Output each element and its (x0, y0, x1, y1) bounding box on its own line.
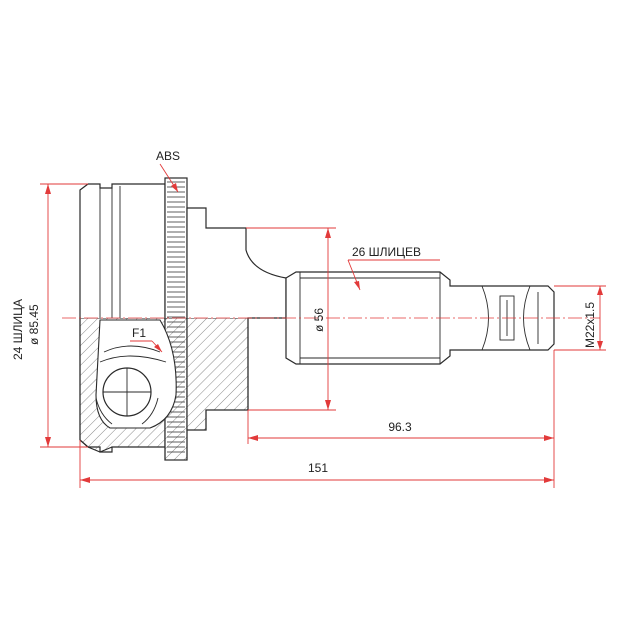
label-dia-85: ø 85.45 (27, 304, 41, 345)
label-abs: ABS (156, 149, 180, 163)
label-len-151: 151 (308, 461, 328, 475)
label-len-96: 96.3 (388, 420, 412, 434)
label-dia-56: ø 56 (312, 308, 326, 332)
dim-len-96 (247, 350, 555, 444)
label-thread: M22x1.5 (583, 302, 597, 348)
label-splines-26: 26 ШЛИЦЕВ (352, 245, 421, 259)
dim-dia-56 (246, 227, 336, 411)
label-splines-24: 24 ШЛИЦА (11, 299, 25, 360)
callout-splines-26 (347, 259, 440, 291)
dim-len-151 (79, 440, 555, 488)
dim-thread (554, 285, 606, 351)
callout-abs (159, 163, 179, 193)
callout-f1 (130, 340, 163, 353)
label-f1: F1 (132, 326, 146, 340)
inner-race (95, 345, 167, 425)
